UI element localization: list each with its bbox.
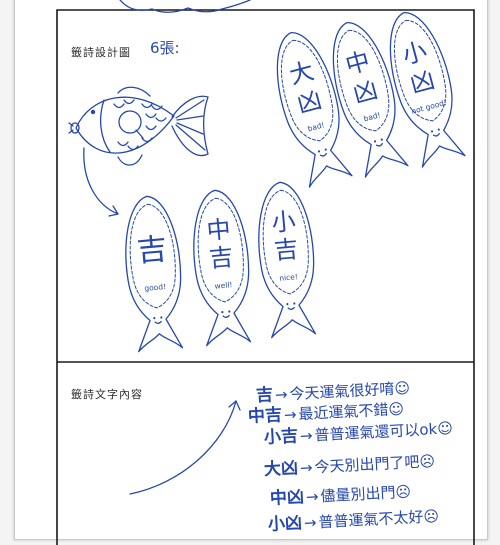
slip-char-top: 中 xyxy=(342,47,372,80)
face-eye-left xyxy=(317,150,321,153)
slip-char-bottom: 凶 xyxy=(407,66,437,99)
fortune-level: 中吉 xyxy=(247,405,283,427)
slip-char-top: 小 xyxy=(399,37,429,70)
face-eye-right xyxy=(324,148,327,151)
face-eye-left xyxy=(373,140,377,143)
slip-char-bottom: 凶 xyxy=(294,86,324,119)
smiley-face-icon xyxy=(286,302,296,310)
fish-belly-fin xyxy=(117,154,143,166)
fortune-level: 小凶 xyxy=(267,513,303,535)
slip-char-top: 吉 xyxy=(135,232,168,269)
slip-char-bottom: 吉 xyxy=(273,235,299,265)
fish-icon xyxy=(68,86,209,166)
arrow-icon xyxy=(83,147,119,217)
slip-tag: not good! xyxy=(410,98,447,116)
smiley-face-icon xyxy=(317,148,327,157)
fortune-arrow: → xyxy=(274,385,289,404)
face-mouth xyxy=(154,320,162,324)
fortune-slip-ji: 吉 good! xyxy=(119,193,189,353)
slip-tag: nice! xyxy=(279,272,298,283)
fortune-slip-da-xiong: 大 凶 bad! xyxy=(264,25,358,190)
fish-scales xyxy=(113,99,167,151)
slip-char-bottom: 吉 xyxy=(208,243,234,273)
face-eye-left xyxy=(430,130,434,133)
slip-tag: well! xyxy=(214,280,233,291)
smiley-face-icon xyxy=(430,128,440,137)
face-eye-right xyxy=(228,310,231,313)
face-eye-right xyxy=(437,128,440,131)
face-mouth xyxy=(287,306,295,310)
slip-char-bottom: 凶 xyxy=(350,76,380,109)
fortune-level: 吉 xyxy=(255,385,274,406)
fish-spot-tail xyxy=(135,129,144,139)
fish-dorsal-fin xyxy=(117,86,151,97)
fortune-level: 大凶 xyxy=(263,458,299,480)
face-eye-left xyxy=(153,317,156,320)
fortune-slip-xiao-ji: 小 吉 nice! xyxy=(252,179,322,339)
slip-tag: bad! xyxy=(307,120,326,133)
arrow-icon xyxy=(129,400,241,495)
slip-tag: bad! xyxy=(363,110,382,123)
face-mouth xyxy=(432,132,440,137)
face-eye-right xyxy=(293,302,296,305)
slip-char-top: 小 xyxy=(271,207,297,237)
face-mouth xyxy=(319,152,327,157)
design-section-heading: 籤詩設計圖 xyxy=(71,46,131,59)
smiley-face-icon xyxy=(221,310,231,318)
fortune-arrow: → xyxy=(283,405,297,425)
slip-char-top: 中 xyxy=(206,215,232,245)
fish-body xyxy=(75,96,175,154)
content-section-heading: 籤詩文字內容 xyxy=(71,388,143,401)
face-eye-left xyxy=(286,303,289,306)
face-eye-left xyxy=(221,311,224,314)
fish-eye xyxy=(90,109,96,115)
arrow-head xyxy=(108,205,119,217)
fortune-arrow: → xyxy=(303,513,317,533)
face-mouth xyxy=(375,142,383,147)
top-edge-scribble xyxy=(119,0,251,13)
arrow-shaft xyxy=(129,400,237,495)
fish-tail-fin xyxy=(171,95,209,157)
page-frame xyxy=(56,9,475,545)
fortune-level: 小吉 xyxy=(263,426,299,448)
slip-char-top: 大 xyxy=(286,57,316,90)
fortune-text: 儘量別出門☹ xyxy=(320,482,412,506)
slip-count-note: 6張: xyxy=(150,39,180,57)
arrow-shaft xyxy=(83,147,119,215)
arrow-head xyxy=(228,400,241,411)
fortune-arrow: → xyxy=(305,487,319,507)
fish-head-line xyxy=(99,99,111,153)
slip-outline xyxy=(119,193,189,353)
face-eye-right xyxy=(380,138,383,141)
fortune-arrow: → xyxy=(299,426,313,446)
fortune-arrow: → xyxy=(299,458,313,478)
smiley-face-icon xyxy=(153,316,163,324)
fish-tail-stripes xyxy=(175,99,206,151)
paper-sheet xyxy=(14,0,488,540)
fortune-slip-zhong-xiong: 中 凶 bad! xyxy=(320,15,414,180)
slip-tag: good! xyxy=(144,282,166,293)
fish-spot xyxy=(118,110,142,134)
fortune-slip-zhong-ji: 中 吉 well! xyxy=(187,187,257,347)
face-mouth xyxy=(222,314,230,318)
smiley-face-icon xyxy=(373,138,383,147)
fish-mouth xyxy=(70,122,80,134)
face-eye-right xyxy=(160,316,163,319)
fish-lips xyxy=(68,122,74,134)
frame-border xyxy=(56,9,475,545)
fortune-level: 中凶 xyxy=(269,487,305,509)
